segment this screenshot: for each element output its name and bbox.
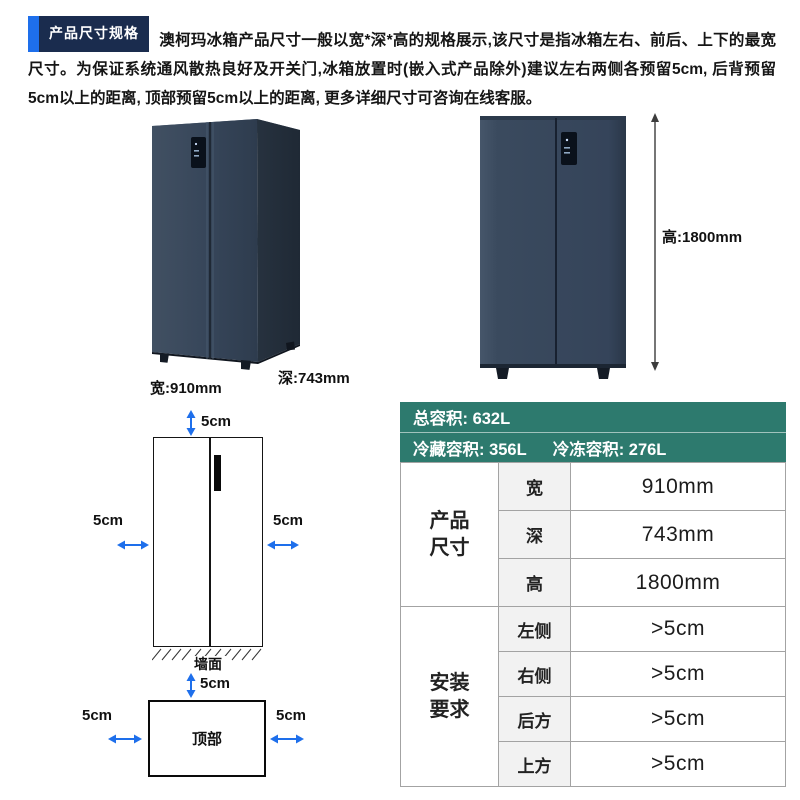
front-top-clearance-label: 5cm	[201, 413, 232, 430]
spec-value-cell: 910mm	[570, 462, 786, 511]
spec-label-cell: 左侧	[498, 606, 571, 652]
spec-label-cell: 后方	[498, 696, 571, 742]
fridge-front-image	[480, 116, 626, 379]
width-dimension-label: 宽:910mm	[150, 380, 222, 397]
table-row: 深 743mm	[401, 510, 786, 559]
height-dimension-arrow-icon	[651, 113, 659, 371]
freeze-capacity: 冷冻容积: 276L	[552, 440, 667, 459]
table-row: 右侧 >5cm	[401, 651, 786, 697]
spec-label-cell: 高	[498, 558, 571, 607]
topview-right-arrow-icon	[270, 734, 304, 744]
table-row: 后方 >5cm	[401, 696, 786, 742]
topview-left-clearance-label: 5cm	[82, 707, 113, 724]
table-row: 产品尺寸 宽 910mm	[400, 462, 786, 607]
table-row: 安装要求 左侧 >5cm	[400, 606, 786, 787]
spec-value-cell: 743mm	[570, 510, 786, 559]
front-right-clearance-label: 5cm	[273, 512, 304, 529]
total-capacity: 总容积: 632L	[413, 410, 511, 428]
spec-label-cell: 宽	[498, 462, 571, 511]
spec-value-cell: >5cm	[570, 651, 786, 697]
section-badge: 产品尺寸规格	[28, 16, 149, 52]
spec-label-cell: 右侧	[498, 651, 571, 697]
spec-value-cell: >5cm	[570, 606, 786, 652]
badge-square-icon	[28, 16, 39, 52]
cold-capacity: 冷藏容积: 356L	[413, 440, 527, 459]
spec-label-cell: 上方	[498, 741, 571, 787]
topview-left-arrow-icon	[108, 734, 142, 744]
group-name: 安装要求	[429, 671, 470, 721]
spec-label-cell: 深	[498, 510, 571, 559]
wall-label: 墙面	[190, 656, 226, 672]
capacity-detail-row: 冷藏容积: 356L 冷冻容积: 276L	[400, 432, 786, 462]
table-row: 高 1800mm	[401, 558, 786, 607]
front-left-clearance-label: 5cm	[93, 512, 124, 529]
topview-right-clearance-label: 5cm	[276, 707, 307, 724]
dimension-grid: 产品尺寸 宽 910mm 深 743mm 高 1800mm 安装要求 左侧 >5…	[400, 462, 786, 787]
fridge-3d-image	[152, 119, 300, 370]
spec-value-cell: 1800mm	[570, 558, 786, 607]
intro-body-text: 澳柯玛冰箱产品尺寸一般以宽*深*高的规格展示,该尺寸是指冰箱左右、前后、上下的最…	[28, 32, 776, 107]
top-view-outline: 顶部	[148, 700, 266, 777]
display-mark	[214, 455, 221, 491]
clearance-top-arrow-icon	[186, 410, 196, 436]
badge-label: 产品尺寸规格	[39, 16, 149, 52]
group-cell-dimensions: 产品尺寸	[400, 462, 499, 607]
spec-value-cell: >5cm	[570, 696, 786, 742]
door-split-line	[209, 438, 211, 646]
clearance-right-arrow-icon	[267, 540, 299, 550]
spec-value-cell: >5cm	[570, 741, 786, 787]
topview-top-clearance-label: 5cm	[200, 675, 231, 692]
wall-label-row: 墙面	[152, 654, 264, 674]
height-dimension-label: 高:1800mm	[662, 229, 743, 246]
intro-paragraph: 产品尺寸规格 澳柯玛冰箱产品尺寸一般以宽*深*高的规格展示,该尺寸是指冰箱左右、…	[28, 16, 776, 113]
front-clearance-outline	[153, 437, 263, 647]
top-clearance-arrow-icon	[186, 673, 196, 698]
total-capacity-row: 总容积: 632L	[400, 402, 786, 432]
spec-table: 总容积: 632L 冷藏容积: 356L 冷冻容积: 276L 产品尺寸 宽 9…	[400, 402, 786, 787]
group-cell-install: 安装要求	[400, 606, 499, 787]
top-area-label: 顶部	[191, 731, 222, 748]
table-row: 上方 >5cm	[401, 741, 786, 787]
depth-dimension-label: 深:743mm	[278, 370, 350, 387]
clearance-left-arrow-icon	[117, 540, 149, 550]
group-name: 产品尺寸	[429, 509, 470, 559]
